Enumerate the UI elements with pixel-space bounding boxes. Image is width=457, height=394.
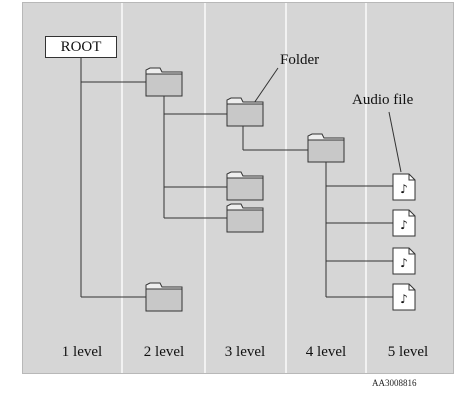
column-dividers bbox=[121, 3, 367, 373]
folder-icon bbox=[145, 67, 183, 97]
level-label-4: 4 level bbox=[305, 344, 347, 360]
root-node: ROOT bbox=[45, 36, 117, 58]
tree-connectors bbox=[80, 58, 402, 298]
folder-icon bbox=[226, 203, 264, 233]
music-file-icon: ♪ bbox=[392, 283, 416, 311]
level-label-1: 1 level bbox=[61, 344, 103, 360]
music-file-icon: ♪ bbox=[392, 247, 416, 275]
svg-text:♪: ♪ bbox=[400, 256, 408, 270]
svg-text:♪: ♪ bbox=[400, 292, 408, 306]
folder-icon bbox=[307, 133, 345, 163]
level-label-2: 2 level bbox=[143, 344, 185, 360]
svg-text:♪: ♪ bbox=[400, 218, 408, 232]
figure-code: AA3008816 bbox=[372, 378, 417, 388]
level-label-5: 5 level bbox=[387, 344, 429, 360]
music-file-icon: ♪ bbox=[392, 209, 416, 237]
folder-callout-label: Folder bbox=[280, 52, 320, 68]
folder-icon bbox=[226, 97, 264, 127]
level-label-3: 3 level bbox=[224, 344, 266, 360]
folder-icon bbox=[145, 282, 183, 312]
audio-file-callout-label: Audio file bbox=[352, 92, 414, 108]
folder-icon bbox=[226, 171, 264, 201]
svg-text:♪: ♪ bbox=[400, 182, 408, 196]
music-file-icon: ♪ bbox=[392, 173, 416, 201]
